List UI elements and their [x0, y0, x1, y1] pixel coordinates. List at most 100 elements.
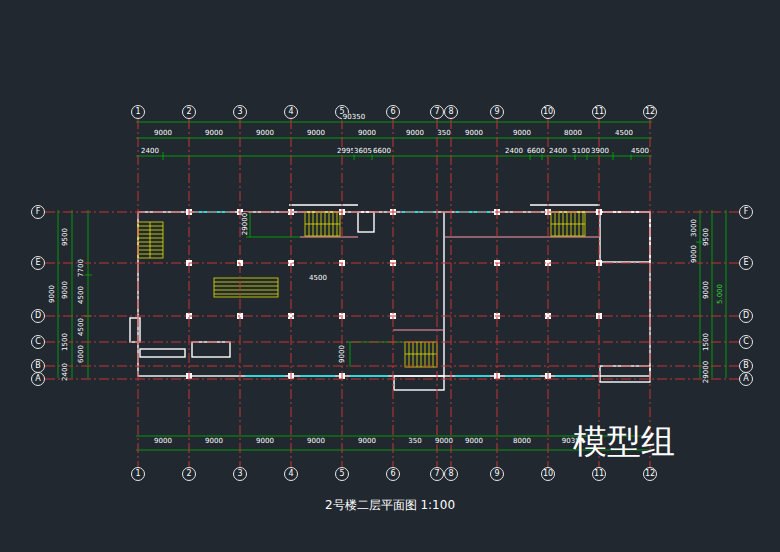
dimension-text: 9000 — [49, 284, 56, 304]
dimension-text: 350 — [436, 130, 451, 137]
dimension-text: 8000 — [512, 438, 532, 445]
dimension-text: 350 — [407, 438, 422, 445]
grid-bubble: 9 — [490, 105, 504, 119]
dimension-text: 1500 — [62, 332, 69, 352]
dimension-text: 90350 — [342, 114, 366, 121]
dimension-text: 4500 — [78, 285, 85, 305]
grid-bubble: A — [31, 372, 45, 386]
axis-label: 6 — [390, 108, 395, 116]
dimension-text: 2400 — [548, 148, 568, 155]
grid-bubble: 8 — [444, 467, 458, 481]
axis-label: 4 — [288, 470, 293, 478]
dimension-text: 9000 — [703, 280, 710, 300]
grid-bubble: 10 — [541, 105, 555, 119]
grid-axis-line — [45, 316, 739, 317]
dimension-text: 2400 — [62, 362, 69, 382]
grid-axis-line — [497, 119, 498, 467]
axis-label: B — [35, 362, 41, 370]
grid-axis-line — [342, 119, 343, 467]
dimension-text: 9000 — [153, 130, 173, 137]
dimension-text: 9000 — [405, 130, 425, 137]
grid-bubble: 4 — [284, 105, 298, 119]
dimension-text: 4500 — [308, 275, 328, 282]
grid-bubble: 11 — [592, 105, 606, 119]
dimension-text: 9000 — [339, 344, 346, 364]
dimension-text: 29000 — [703, 360, 710, 384]
grid-bubble: E — [31, 256, 45, 270]
axis-label: 11 — [594, 470, 604, 478]
grid-bubble: C — [739, 335, 753, 349]
grid-axis-line — [393, 119, 394, 467]
grid-bubble: A — [739, 372, 753, 386]
grid-bubble: 12 — [643, 105, 657, 119]
dimension-text: 9000 — [357, 130, 377, 137]
grid-axis-line — [548, 119, 549, 467]
dimension-text: 6600 — [372, 148, 392, 155]
watermark: 模型组 — [573, 424, 675, 458]
dimension-text: 3605 — [353, 148, 373, 155]
grid-axis-line — [45, 342, 739, 343]
axis-label: 12 — [645, 108, 655, 116]
dimension-text: 9000 — [306, 130, 326, 137]
axis-label: 10 — [543, 108, 553, 116]
grid-bubble: 1 — [131, 105, 145, 119]
axis-label: C — [35, 338, 41, 346]
dimension-text: 9000 — [204, 130, 224, 137]
dimension-text: 6600 — [526, 148, 546, 155]
grid-axis-line — [437, 119, 438, 467]
dimension-text: 4500 — [614, 130, 634, 137]
dimension-text: 9500 — [703, 227, 710, 247]
dimension-text: 9000 — [255, 130, 275, 137]
axis-label: 2 — [186, 108, 191, 116]
axis-label: 1 — [135, 108, 140, 116]
grid-bubble: 9 — [490, 467, 504, 481]
dimension-text: 5.000 — [717, 283, 724, 305]
dimension-text: 9000 — [255, 438, 275, 445]
axis-label: C — [743, 338, 749, 346]
dimension-text: 29000 — [242, 212, 249, 236]
grid-bubble: 5 — [335, 467, 349, 481]
axis-label: 8 — [448, 470, 453, 478]
grid-bubble: 3 — [233, 467, 247, 481]
axis-label: 5 — [339, 470, 344, 478]
axis-label: A — [35, 375, 40, 383]
dimension-text: 9500 — [62, 227, 69, 247]
dimension-text: 5100 — [571, 148, 591, 155]
grid-axis-line — [189, 119, 190, 467]
grid-axis-line — [45, 366, 739, 367]
axis-label: B — [743, 362, 749, 370]
axis-label: A — [743, 375, 748, 383]
axis-label: 1 — [135, 470, 140, 478]
axis-label: 9 — [494, 470, 499, 478]
dimension-text: 4500 — [78, 317, 85, 337]
dimension-text: 8000 — [563, 130, 583, 137]
drawing-caption: 2号楼二层平面图 1:100 — [325, 499, 455, 511]
grid-axis-line — [240, 119, 241, 467]
grid-bubble: C — [31, 335, 45, 349]
axis-label: E — [35, 259, 40, 267]
grid-bubble: 3 — [233, 105, 247, 119]
dimension-text: 3900 — [590, 148, 610, 155]
grid-bubble: 8 — [444, 105, 458, 119]
grid-axis-line — [138, 119, 139, 467]
grid-bubble: 4 — [284, 467, 298, 481]
grid-axis-line — [45, 263, 739, 264]
axis-label: E — [743, 259, 748, 267]
axis-label: D — [35, 312, 41, 320]
dimension-text: 9000 — [153, 438, 173, 445]
grid-bubble: B — [739, 359, 753, 373]
dimension-text: 9000 — [464, 130, 484, 137]
axis-label: 6 — [390, 470, 395, 478]
dimension-text: 3000 — [691, 218, 698, 238]
axis-label: 8 — [448, 108, 453, 116]
dimension-text: 9000 — [306, 438, 326, 445]
axis-label: 7 — [434, 470, 439, 478]
grid-bubble: 10 — [541, 467, 555, 481]
dimension-text: 4500 — [630, 148, 650, 155]
dimension-text: 9000 — [691, 244, 698, 264]
grid-bubble: E — [739, 256, 753, 270]
grid-bubble: 7 — [430, 467, 444, 481]
dimension-text: 1500 — [703, 332, 710, 352]
grid-axis-line — [45, 379, 739, 380]
axis-label: D — [743, 312, 749, 320]
